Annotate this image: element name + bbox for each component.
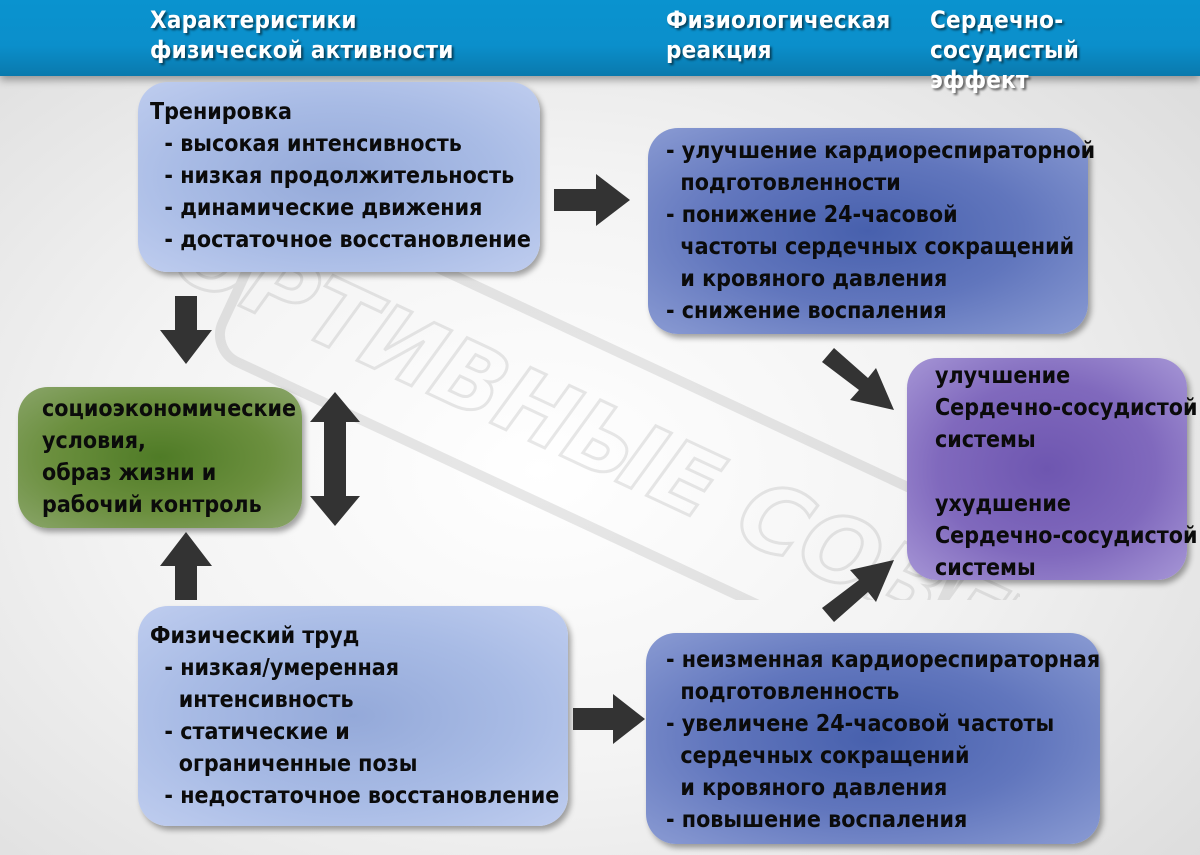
text-line: - низкая/умеренная xyxy=(150,655,399,681)
text-line: системы xyxy=(935,427,1036,453)
text-line: и кровяного давления xyxy=(666,266,948,292)
socioeconomic-box: социоэкономические условия, образ жизни и р… xyxy=(18,387,302,528)
text-line: - увеличене 24-часовой частоты xyxy=(666,711,1055,737)
header-column-response: Физиологическая реакция xyxy=(666,5,890,65)
text-line xyxy=(935,456,1187,488)
text-line: подготовленность xyxy=(666,679,900,705)
text-line: - неизменная кардиореспираторная xyxy=(666,647,1101,673)
text-line: Физический труд xyxy=(150,623,360,649)
header-column-effect: Сердечно-сосудистый эффект xyxy=(930,5,1200,95)
header-column-activity: Характеристики физической активности xyxy=(150,5,454,65)
text-line: подготовленности xyxy=(666,170,901,196)
text-line: образ жизни и xyxy=(42,460,217,486)
header-effect-line-2: эффект xyxy=(930,66,1029,94)
text-line: условия, xyxy=(42,428,146,454)
arrow-right-labor-to-response xyxy=(573,694,645,744)
text-line: - снижение воспаления xyxy=(666,298,947,324)
text-line: и кровяного давления xyxy=(666,775,948,801)
text-line: - улучшение кардиореспираторной xyxy=(666,138,1096,164)
header-activity-line-1: Характеристики xyxy=(150,6,357,34)
arrow-bidirectional-vertical xyxy=(310,392,360,526)
text-line: - недостаточное восстановление xyxy=(150,783,560,809)
header-response-line-1: Физиологическая xyxy=(666,6,891,34)
arrow-down-training-to-socioeconomic xyxy=(160,296,212,364)
text-line: Сердечно-сосудистой xyxy=(935,395,1198,421)
text-line: - высокая интенсивность xyxy=(150,131,462,157)
arrow-diagonal-down-to-effect xyxy=(822,348,894,410)
text-line: - достаточное восстановление xyxy=(150,227,531,253)
text-line: Сердечно-сосудистой xyxy=(935,523,1198,549)
training-box: Тренировка - высокая интенсивность - низ… xyxy=(138,82,540,272)
text-line: частоты сердечных сокращений xyxy=(666,234,1075,260)
arrow-right-training-to-response xyxy=(554,174,630,226)
training-lines: Тренировка - высокая интенсивность - низ… xyxy=(150,96,540,256)
header-bar: Характеристики физической активности Физ… xyxy=(0,0,1200,94)
text-line: интенсивность xyxy=(150,687,354,713)
text-line: рабочий контроль xyxy=(42,492,262,518)
text-line: - динамические движения xyxy=(150,195,483,221)
text-line: Тренировка xyxy=(150,99,292,125)
header-activity-line-2: физической активности xyxy=(150,36,454,64)
text-line: сердечных сокращений xyxy=(666,743,970,769)
text-line: - низкая продолжительность xyxy=(150,163,515,189)
text-line: - повышение воспаления xyxy=(666,807,968,833)
negative-response-box: - неизменная кардиореспираторная подгото… xyxy=(646,633,1100,844)
text-line: - статические и xyxy=(150,719,350,745)
text-line: социоэкономические xyxy=(42,396,297,422)
text-line: системы xyxy=(935,555,1036,581)
positive-response-box: - улучшение кардиореспираторной подготов… xyxy=(648,128,1096,334)
arrow-diagonal-up-to-effect xyxy=(822,560,894,622)
positive-response-lines: - улучшение кардиореспираторной подготов… xyxy=(666,135,1096,327)
socioeconomic-lines: социоэкономические условия, образ жизни и р… xyxy=(42,393,302,521)
text-line: ограниченные позы xyxy=(150,751,418,777)
arrow-up-labor-to-socioeconomic xyxy=(160,532,212,600)
text-line: ухудшение xyxy=(935,491,1071,517)
text-line: улучшение xyxy=(935,363,1071,389)
negative-response-lines: - неизменная кардиореспираторная подгото… xyxy=(666,644,1100,836)
physical-labor-box: Физический труд - низкая/умеренная интен… xyxy=(138,606,568,826)
header-response-line-2: реакция xyxy=(666,36,772,64)
text-line: - понижение 24-часовой xyxy=(666,202,958,228)
physical-labor-lines: Физический труд - низкая/умеренная интен… xyxy=(150,620,568,812)
header-effect-line-1: Сердечно-сосудистый xyxy=(930,6,1080,64)
